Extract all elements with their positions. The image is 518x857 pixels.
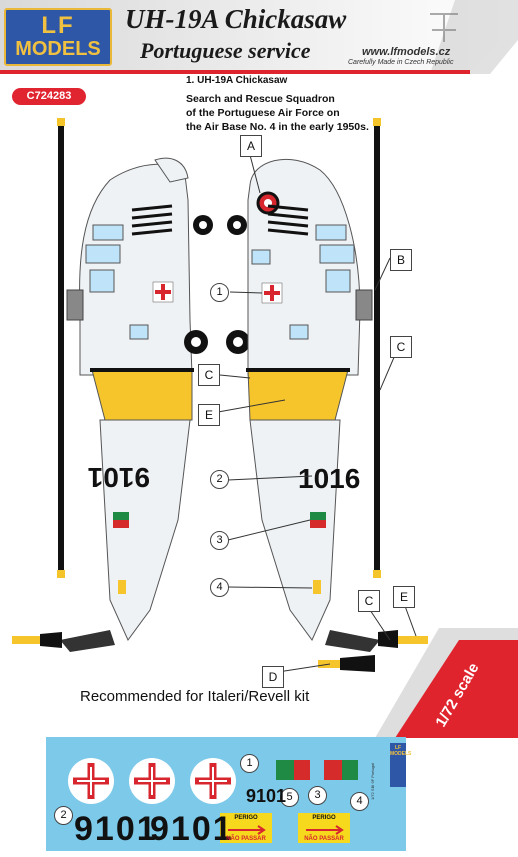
serial-large-decal: 9101 (74, 810, 158, 848)
decal-number-3: 3 (210, 531, 229, 550)
brand-logo: LF MODELS (4, 8, 112, 66)
rotor-blade-left (57, 118, 65, 578)
decal-number-5: 5 (280, 788, 299, 807)
rotor-blade-right (373, 118, 381, 578)
warning-text-top: PERIGO (312, 815, 336, 821)
decal-number-3: 3 (308, 786, 327, 805)
helicopter-profiles: 9101 1016 (12, 118, 428, 673)
header-banner (0, 0, 518, 74)
callout-a: A (240, 135, 262, 157)
tagline: Carefully Made in Czech Republic (348, 59, 454, 66)
decal-side-text: 1/72 SBI 9F Portugal (370, 762, 375, 800)
cross-roundel (190, 758, 236, 804)
description-line: the Air Base No. 4 in the early 1950s. (186, 121, 369, 133)
decal-number-4: 4 (210, 578, 229, 597)
callout-e: E (393, 586, 415, 608)
warning-text-bottom: NÃO PASSAR (304, 836, 344, 842)
serial-small-decal: 9101 (246, 786, 287, 806)
decal-sheet (46, 737, 406, 851)
decal-number-2: 2 (210, 470, 229, 489)
decal-number-1: 1 (240, 754, 259, 773)
warning-text-bottom: NÃO PASSAR (226, 836, 266, 842)
product-code-badge: C724283 (12, 88, 86, 105)
scale-banner: 1/72 scale (375, 628, 518, 738)
logo-models: MODELS (15, 38, 101, 60)
warning-text-top: PERIGO (234, 815, 258, 821)
helicopter-port-side: 9101 (12, 157, 194, 652)
decal-number-2: 2 (54, 806, 73, 825)
callout-c: C (198, 364, 220, 386)
description-line: of the Portuguese Air Force on (186, 107, 340, 119)
cross-roundel (68, 758, 114, 804)
leader-lines (217, 154, 417, 673)
serial-large-decal: 9101 (150, 810, 234, 848)
variant-description: Search and Rescue Squadron of the Portug… (186, 92, 376, 134)
callout-c: C (390, 336, 412, 358)
port-serial: 9101 (88, 462, 150, 493)
kit-recommendation: Recommended for Italeri/Revell kit (80, 688, 310, 705)
callout-c: C (358, 590, 380, 612)
variant-title: 1. UH-19A Chickasaw (186, 75, 288, 86)
cross-roundel (129, 758, 175, 804)
page-title: UH-19A Chickasaw (125, 4, 347, 34)
logo-lf: LF (41, 12, 75, 39)
mini-logo (390, 743, 406, 787)
mini-logo-text: LF MODELS (390, 745, 412, 757)
decal-number-1: 1 (210, 283, 229, 302)
starboard-serial: 1016 (298, 463, 360, 494)
page-subtitle: Portuguese service (140, 38, 311, 63)
callout-d: D (262, 666, 284, 688)
warning-decal (220, 813, 272, 843)
description-line: Search and Rescue Squadron (186, 93, 335, 105)
warning-decal (298, 813, 350, 843)
callout-b: B (390, 249, 412, 271)
website-link[interactable]: www.lfmodels.cz (362, 46, 451, 58)
callout-e: E (198, 404, 220, 426)
helicopter-starboard-side: 1016 (246, 158, 428, 672)
decal-number-4: 4 (350, 792, 369, 811)
